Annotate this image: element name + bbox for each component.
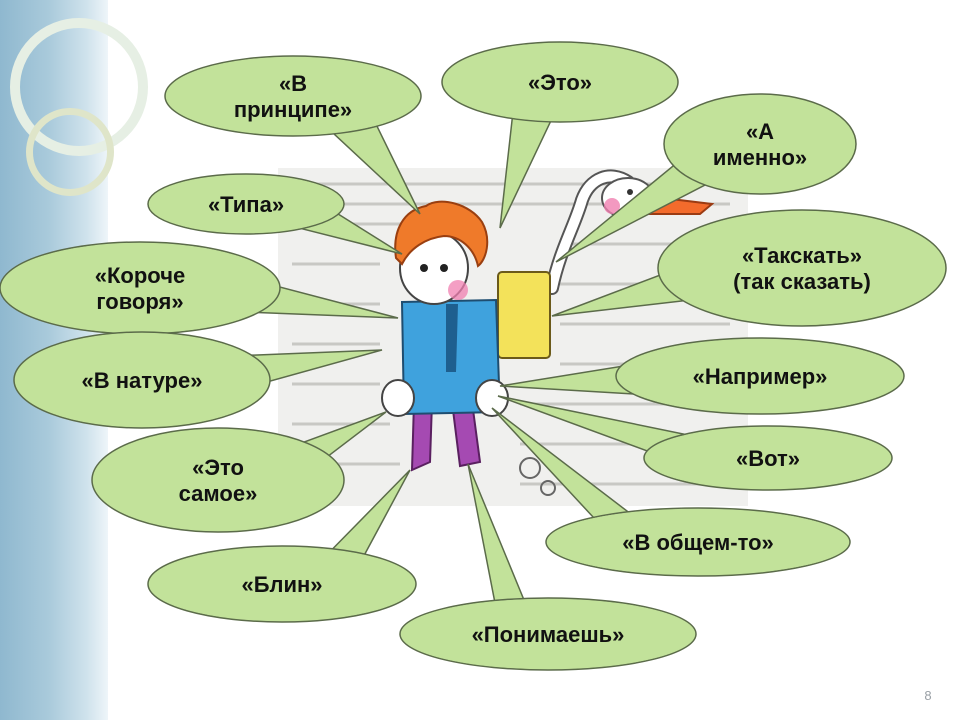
page-number: 8: [924, 688, 932, 703]
speech-bubbles: «Впринципе»«Это»«Аименно»«Типа»«Такскать…: [0, 41, 947, 671]
bubble-text: «В: [279, 71, 307, 96]
goose-cheek: [604, 198, 620, 214]
boy-eye-left: [420, 264, 428, 272]
bubble-text: (так сказать): [733, 269, 871, 294]
bubble-fill: [547, 509, 849, 575]
bubble-text: «Типа»: [208, 192, 284, 217]
bubble-text: самое»: [179, 481, 258, 506]
bubble-text: «Такскать»: [742, 243, 862, 268]
bubble-fill: [149, 175, 343, 233]
bubble-text: «В натуре»: [82, 368, 203, 393]
speech-bubble-v-obshchem-to: «В общем-то»: [491, 407, 851, 577]
speech-bubble-eto: «Это»: [441, 41, 679, 229]
bubble-text: «В общем-то»: [622, 530, 774, 555]
bubble-text: принципе»: [234, 97, 352, 122]
boy-cheek: [448, 280, 468, 300]
bubble-text: «Понимаешь»: [472, 622, 625, 647]
speech-bubble-vot: «Вот»: [497, 395, 893, 491]
bubble-fill: [15, 333, 269, 427]
speech-bubble-blin: «Блин»: [147, 469, 417, 623]
bubble-text: «Например»: [693, 364, 828, 389]
doodle-bubble: [519, 457, 541, 479]
boy-left-hand: [381, 379, 415, 417]
bubble-fill: [93, 429, 343, 531]
bubble-fill: [617, 339, 903, 413]
boy-eye-right: [440, 264, 448, 272]
bubble-text: «Блин»: [241, 572, 322, 597]
bubble-fill: [401, 599, 695, 669]
bubble-fill: [443, 43, 677, 121]
speech-bubble-naprimer: «Например»: [499, 337, 905, 415]
bubble-text: «Вот»: [736, 446, 800, 471]
bubble-text: говоря»: [96, 289, 183, 314]
bubble-text: «Короче: [95, 263, 185, 288]
doodle-bubble: [540, 480, 556, 496]
decorative-ring-small: [26, 108, 114, 196]
bubble-fill: [1, 243, 279, 333]
yellow-bag: [497, 271, 551, 359]
bubble-text: «Это»: [528, 70, 592, 95]
speech-bubble-v-nature: «В натуре»: [13, 331, 383, 429]
speech-bubble-tipa: «Типа»: [147, 173, 403, 255]
bubble-text: «Это: [192, 455, 244, 480]
speech-bubble-ponimaesh: «Понимаешь»: [399, 463, 697, 671]
bubble-fill: [149, 547, 415, 621]
bubble-fill: [665, 95, 855, 193]
bubble-fill: [659, 211, 945, 325]
speech-bubble-takskat: «Такскать»(так сказать): [551, 209, 947, 327]
bubble-text: именно»: [713, 145, 807, 170]
boy-tie: [446, 304, 458, 372]
bubble-fill: [645, 427, 891, 489]
bubble-fill: [166, 57, 420, 135]
bubble-text: «А: [746, 119, 774, 144]
goose-eye: [627, 189, 633, 195]
